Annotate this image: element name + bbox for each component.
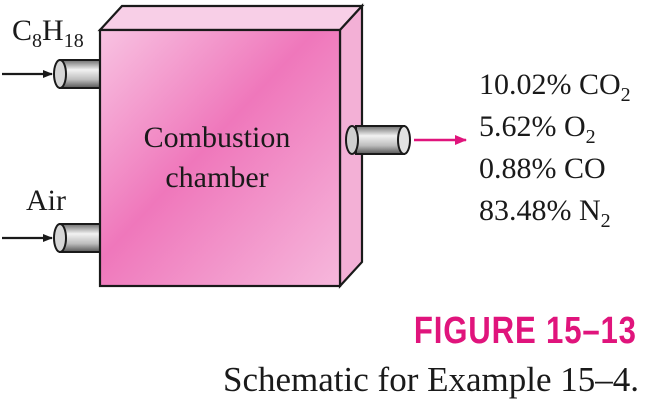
fuel-inlet-pipe <box>53 59 103 89</box>
outlet-pipe <box>345 125 411 155</box>
product-co: 0.88% CO <box>479 152 606 185</box>
product-co2: 10.02% CO2 <box>479 68 631 106</box>
product-o2: 5.62% O2 <box>479 110 596 148</box>
figure-number: FIGURE 15–13 <box>414 310 637 352</box>
figure-caption: Schematic for Example 15–4. <box>223 360 639 399</box>
air-inlet-pipe <box>53 223 103 253</box>
air-label: Air <box>26 184 66 217</box>
products-composition: 10.02% CO2 5.62% O2 0.88% CO 83.48% N2 <box>479 64 631 232</box>
chamber-label: Combustion chamber <box>143 121 291 194</box>
product-n2: 83.48% N2 <box>479 194 611 232</box>
combustion-chamber-box <box>97 3 365 289</box>
fuel-label: C8H18 <box>12 14 84 52</box>
